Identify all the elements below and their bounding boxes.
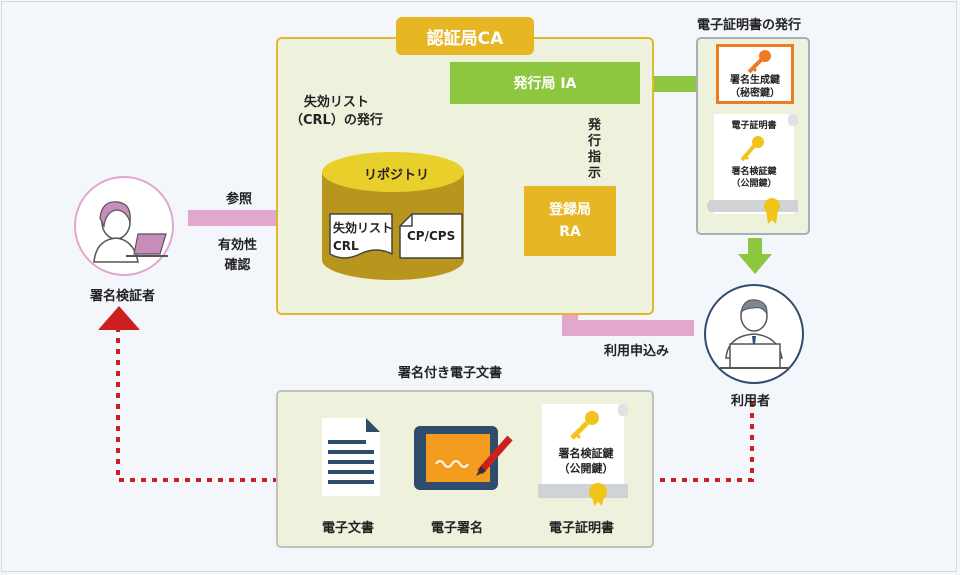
certificate-scroll	[707, 114, 798, 224]
private-key-card: 署名生成鍵 （秘密鍵）	[716, 44, 794, 104]
reference-label: 参照	[226, 192, 253, 207]
repository-label: リポジトリ	[364, 168, 430, 183]
cert-to-user-shaft	[748, 238, 762, 256]
cert-issuance-title: 電子証明書の発行	[697, 18, 802, 33]
user-avatar	[704, 284, 804, 384]
item-signature-label: 電子署名	[431, 521, 484, 536]
dotted-line-to-user	[660, 402, 754, 482]
item-certificate-label: 電子証明書	[549, 521, 615, 536]
signed-doc-title: 署名付き電子文書	[398, 366, 503, 381]
ra-box: 登録局 RA	[524, 186, 616, 256]
woman-laptop-icon	[93, 201, 168, 263]
private-key-icon	[747, 50, 771, 74]
reference-arrow-shaft	[188, 210, 296, 226]
certificate-key-label: 署名検証鍵 （公開鍵）	[731, 167, 777, 189]
cpcps-document	[399, 213, 463, 259]
item-document-label: 電子文書	[322, 521, 375, 536]
cpcps-document-label: CP/CPS	[407, 229, 456, 243]
ia-box: 発行局 IA	[450, 62, 640, 104]
man-laptop-icon	[720, 299, 790, 369]
cert-to-user-arrowhead	[738, 254, 772, 274]
validity-check-label: 有効性 確認	[218, 238, 258, 273]
dotted-line-to-verifier	[116, 330, 278, 482]
signed-doc-certificate-icon	[538, 404, 628, 506]
certificate-title: 電子証明書	[731, 121, 777, 131]
verifier-up-arrowhead	[98, 306, 140, 330]
issue-instruction-label: 発 行 指 示	[588, 118, 602, 181]
apply-label: 利用申込み	[604, 344, 670, 359]
ca-label: 認証局CA	[396, 17, 534, 55]
user-label: 利用者	[731, 394, 771, 409]
verifier-avatar	[74, 176, 174, 276]
signed-doc-cert-key-label: 署名検証鍵 （公開鍵）	[558, 447, 614, 475]
document-icon	[322, 418, 380, 496]
verifier-label: 署名検証者	[90, 289, 156, 304]
crl-issue-label: 失効リスト （CRL）の発行	[290, 95, 383, 128]
crl-document	[329, 213, 393, 259]
crl-document-label: 失効リスト CRL	[333, 221, 394, 253]
public-key-icon	[740, 136, 764, 162]
signature-tablet-icon	[414, 426, 513, 490]
